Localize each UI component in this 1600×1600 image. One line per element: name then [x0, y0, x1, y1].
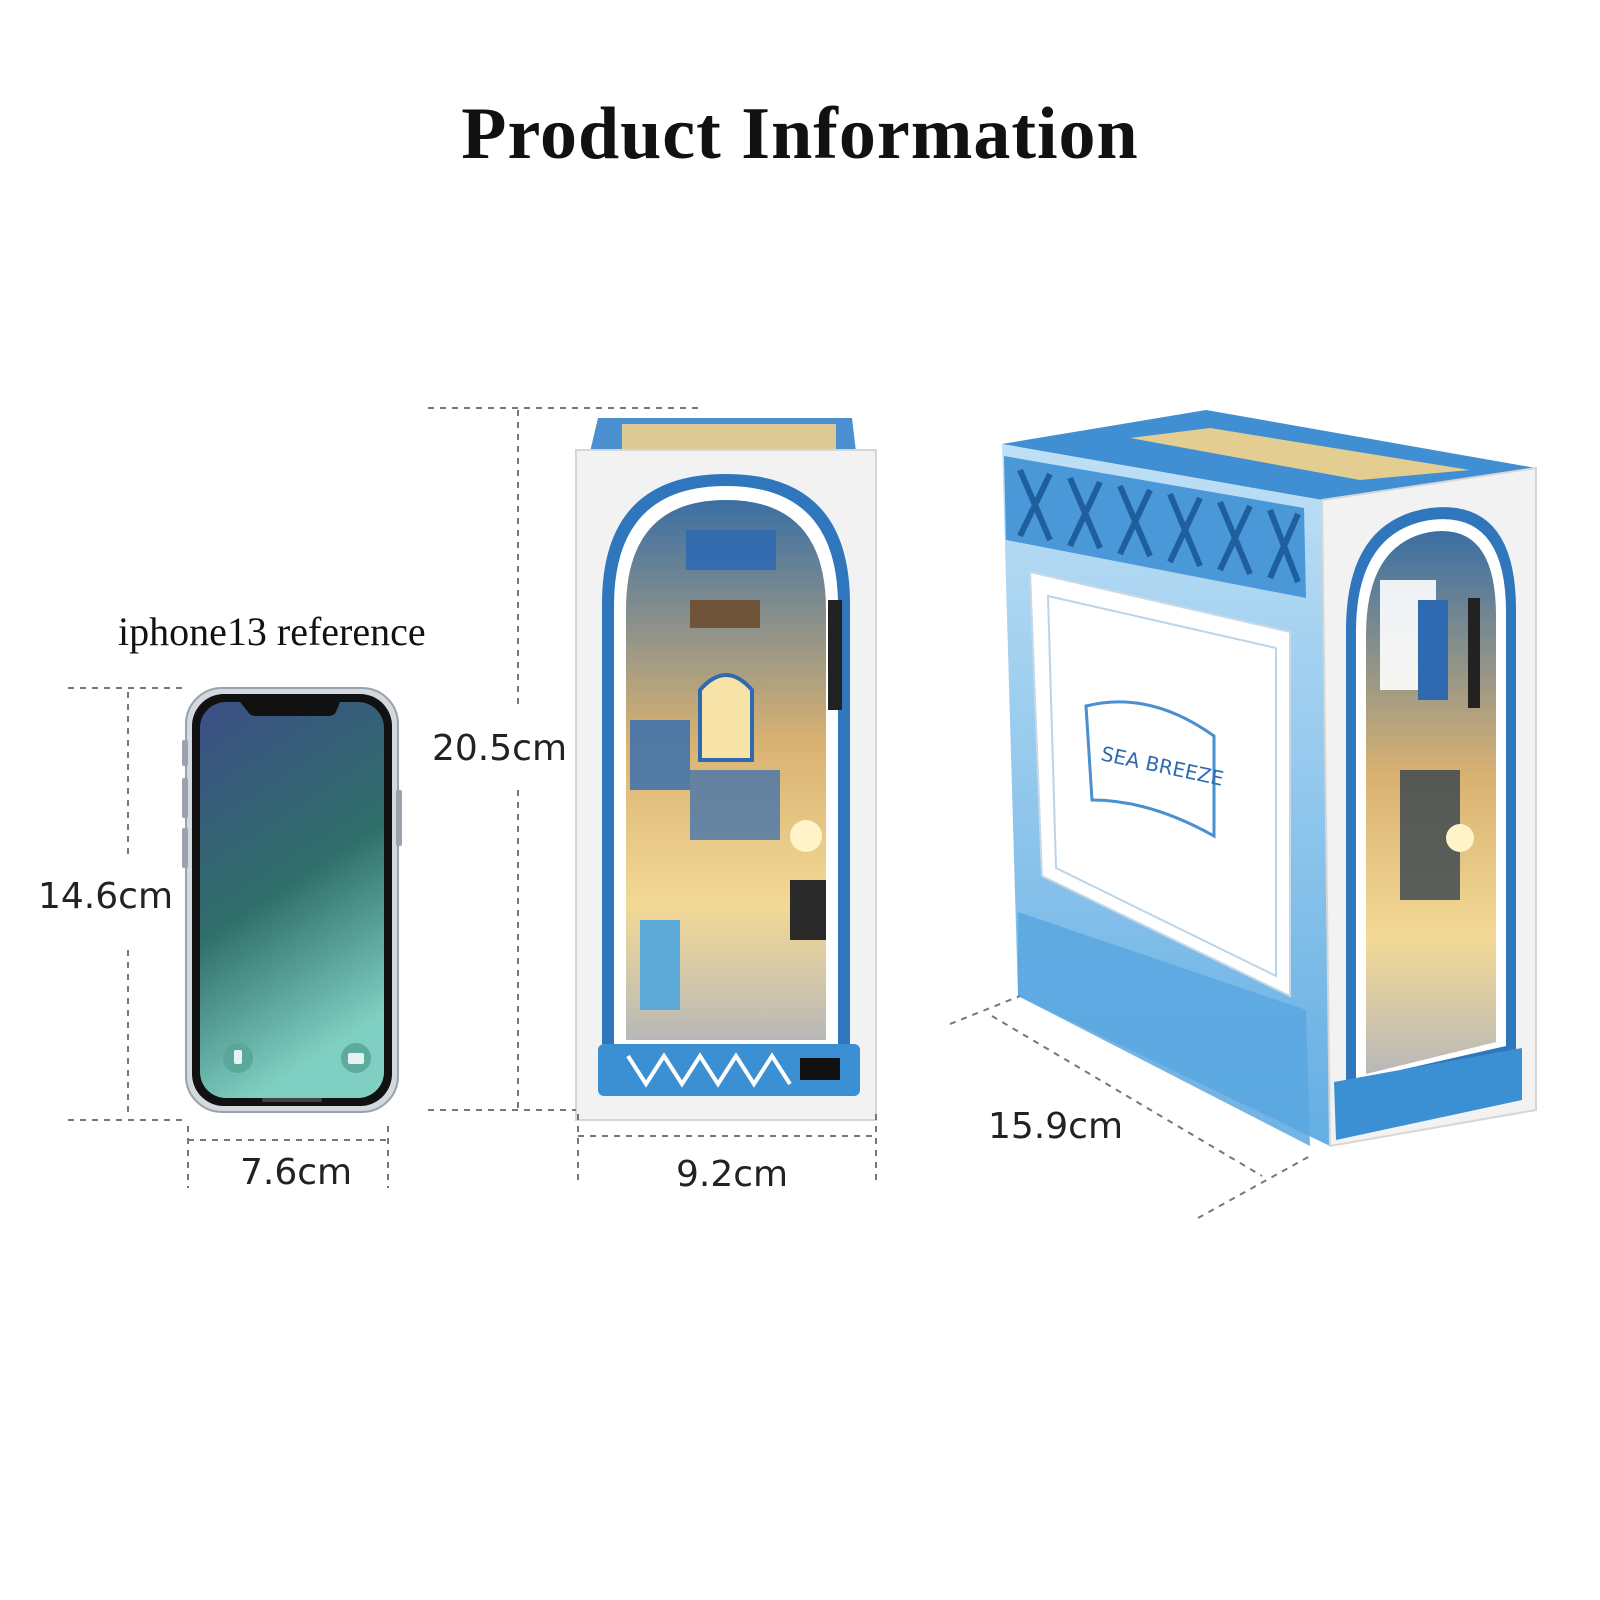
product-width-label: 9.2cm: [676, 1154, 789, 1195]
phone-width-label: 7.6cm: [240, 1152, 353, 1193]
phone-dimension-lines: [68, 687, 389, 1188]
phone-height-label: 14.6cm: [38, 876, 174, 917]
reference-label: iphone13 reference: [118, 609, 426, 654]
page-title: Product Information: [461, 93, 1139, 175]
ornament-sign: [828, 600, 842, 710]
depth-dimension-lines: [949, 995, 1311, 1219]
product-height-label: 20.5cm: [432, 728, 568, 769]
front-dimension-lines: [428, 407, 877, 1182]
product-depth-label: 15.9cm: [988, 1106, 1124, 1147]
product-front-view: [575, 418, 877, 1121]
product-angled-view: SEA BREEZE: [1002, 410, 1537, 1148]
phone-illustration: [182, 687, 402, 1113]
